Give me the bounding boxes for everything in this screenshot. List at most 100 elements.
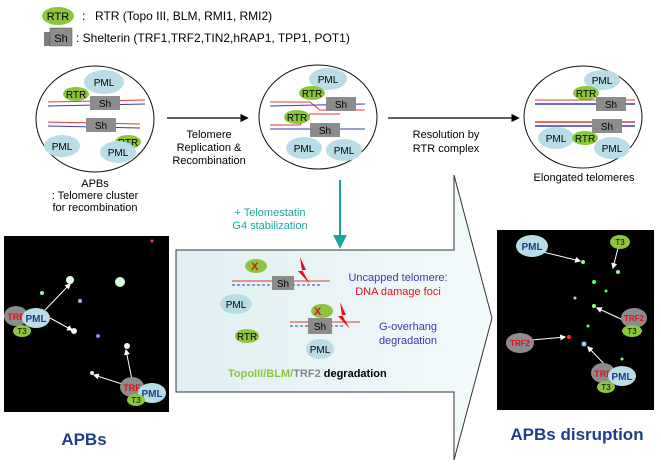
- goverhang-line2: degradation: [379, 335, 437, 347]
- rtr-complex: [284, 110, 310, 124]
- rtr-label: RTR: [576, 89, 596, 100]
- trf-label: TRF: [594, 369, 612, 379]
- pml-body: [538, 127, 574, 149]
- disruption-panel-arrow: [175, 174, 493, 461]
- step2-line2: RTR complex: [413, 143, 480, 155]
- pml-label: PML: [108, 148, 129, 159]
- x-mark: X: [314, 306, 322, 318]
- t3-complex: [127, 394, 145, 406]
- t3-label: T3: [615, 238, 625, 247]
- caption-elongated: Elongated telomeres: [534, 172, 635, 184]
- cell-recombination: PML RTR Sh RTR Sh PML PML: [258, 64, 378, 170]
- goverhang-line1: G-overhang: [379, 321, 437, 333]
- rtr-label: RTR: [237, 332, 257, 343]
- pointer-arrow: [595, 307, 624, 321]
- pml-label: PML: [602, 144, 623, 155]
- t3-complex: [610, 235, 630, 249]
- fluorescent-spot: [96, 334, 100, 338]
- rtr-complex: [573, 86, 599, 100]
- caption-apb-line2: : Telomere cluster: [52, 190, 139, 202]
- legend-sh-badge: [49, 27, 73, 47]
- deg-topo: TopoIII/: [228, 368, 266, 380]
- micrograph-disruption: PML T3 TRF2 T3 TRF2 TRF PML T3: [497, 230, 654, 410]
- pml-body: [309, 68, 347, 90]
- pml-label: PML: [546, 134, 567, 145]
- pml-label: PML: [52, 142, 73, 153]
- pointer-arrow: [611, 247, 619, 270]
- sh-label: Sh: [95, 121, 107, 132]
- step1-line1: Telomere: [186, 129, 231, 141]
- fluorescent-spot: [620, 357, 624, 361]
- fluorescent-spot: [581, 341, 587, 347]
- rtr-complex-degraded: [311, 304, 333, 318]
- rtr-complex: [299, 86, 325, 100]
- x-mark: X: [251, 261, 259, 273]
- pml-label: PML: [611, 372, 632, 383]
- pml-body: [594, 137, 630, 159]
- pml-body: [220, 294, 252, 314]
- caption-apb-line1: APBs: [81, 178, 109, 190]
- fluorescent-spot: [66, 276, 74, 284]
- treatment-line2: G4 stabilization: [232, 220, 307, 232]
- pml-body: [44, 135, 80, 157]
- sh-label: Sh: [314, 322, 326, 333]
- shelterin-complex: [596, 97, 626, 111]
- pml-body: [584, 70, 620, 90]
- uncapped-line2: DNA damage foci: [355, 286, 441, 298]
- degradation-caption: TopoIII/BLM/TRF2 degradation: [228, 368, 387, 380]
- shelterin-complex: [310, 123, 340, 137]
- sh-label: Sh: [605, 100, 617, 111]
- pointer-arrow: [542, 251, 582, 263]
- fluorescent-spot: [581, 260, 585, 264]
- pointer-arrow: [44, 283, 71, 311]
- fluorescent-spot: [586, 324, 590, 328]
- rtr-label: RTR: [66, 90, 86, 101]
- deg-rest: degradation: [321, 368, 387, 380]
- pml-label: PML: [141, 389, 162, 400]
- goverhang-group: X Sh PML: [290, 302, 360, 359]
- title-apbs-disruption: APBs disruption: [510, 425, 643, 444]
- shelterin-complex: [272, 276, 294, 290]
- pml-body: [326, 139, 362, 161]
- fluorescent-spot: [567, 335, 571, 339]
- deg-slash: /: [290, 368, 293, 380]
- fluorescent-spot: [40, 291, 44, 295]
- fluorescent-spot: [150, 239, 154, 243]
- fluorescent-spot: [616, 270, 620, 274]
- legend-rtr-badge-label: RTR: [47, 11, 69, 23]
- fluorescent-spot: [573, 296, 577, 300]
- pointer-arrow: [49, 317, 74, 331]
- uncapped-telomere-group: X Sh: [232, 257, 330, 290]
- shelterin-complex: [86, 118, 116, 132]
- trf-complex: [120, 377, 144, 397]
- pointer-arrow: [531, 334, 567, 341]
- pml-label: PML: [318, 75, 339, 86]
- shelterin-complex: [592, 119, 622, 133]
- trf-label: TRF: [123, 383, 141, 393]
- rtr-label: RTR: [302, 89, 322, 100]
- title-apbs: APBs: [61, 430, 106, 449]
- pml-body: [100, 141, 136, 163]
- pointer-arrow: [123, 348, 133, 381]
- pml-label: PML: [226, 300, 247, 311]
- rtr-complex: [235, 329, 259, 343]
- cell-apb-cluster: PML RTR Sh Sh PML RTR PML: [35, 65, 155, 173]
- t3-label: T3: [601, 383, 611, 392]
- deg-trf2: TRF2: [293, 368, 321, 380]
- pml-body: [22, 308, 50, 328]
- damage-lightning-icon: [298, 257, 310, 284]
- fluorescent-spot: [71, 328, 77, 334]
- fluorescent-spot: [90, 371, 94, 375]
- sh-label: Sh: [335, 100, 347, 111]
- rtr-complex-degraded: [245, 259, 267, 273]
- t3-label: T3: [131, 396, 141, 405]
- fluorescent-spot: [78, 299, 82, 303]
- step2-line1: Resolution by: [413, 129, 480, 141]
- trf2-label: TRF2: [624, 314, 645, 323]
- rtr-complex: [63, 87, 89, 101]
- t3-complex: [622, 325, 642, 337]
- trf2-complex: [621, 308, 647, 328]
- legend-rtr-text: RTR (Topo III, BLM, RMI1, RMI2): [95, 9, 272, 23]
- pml-body: [84, 70, 124, 94]
